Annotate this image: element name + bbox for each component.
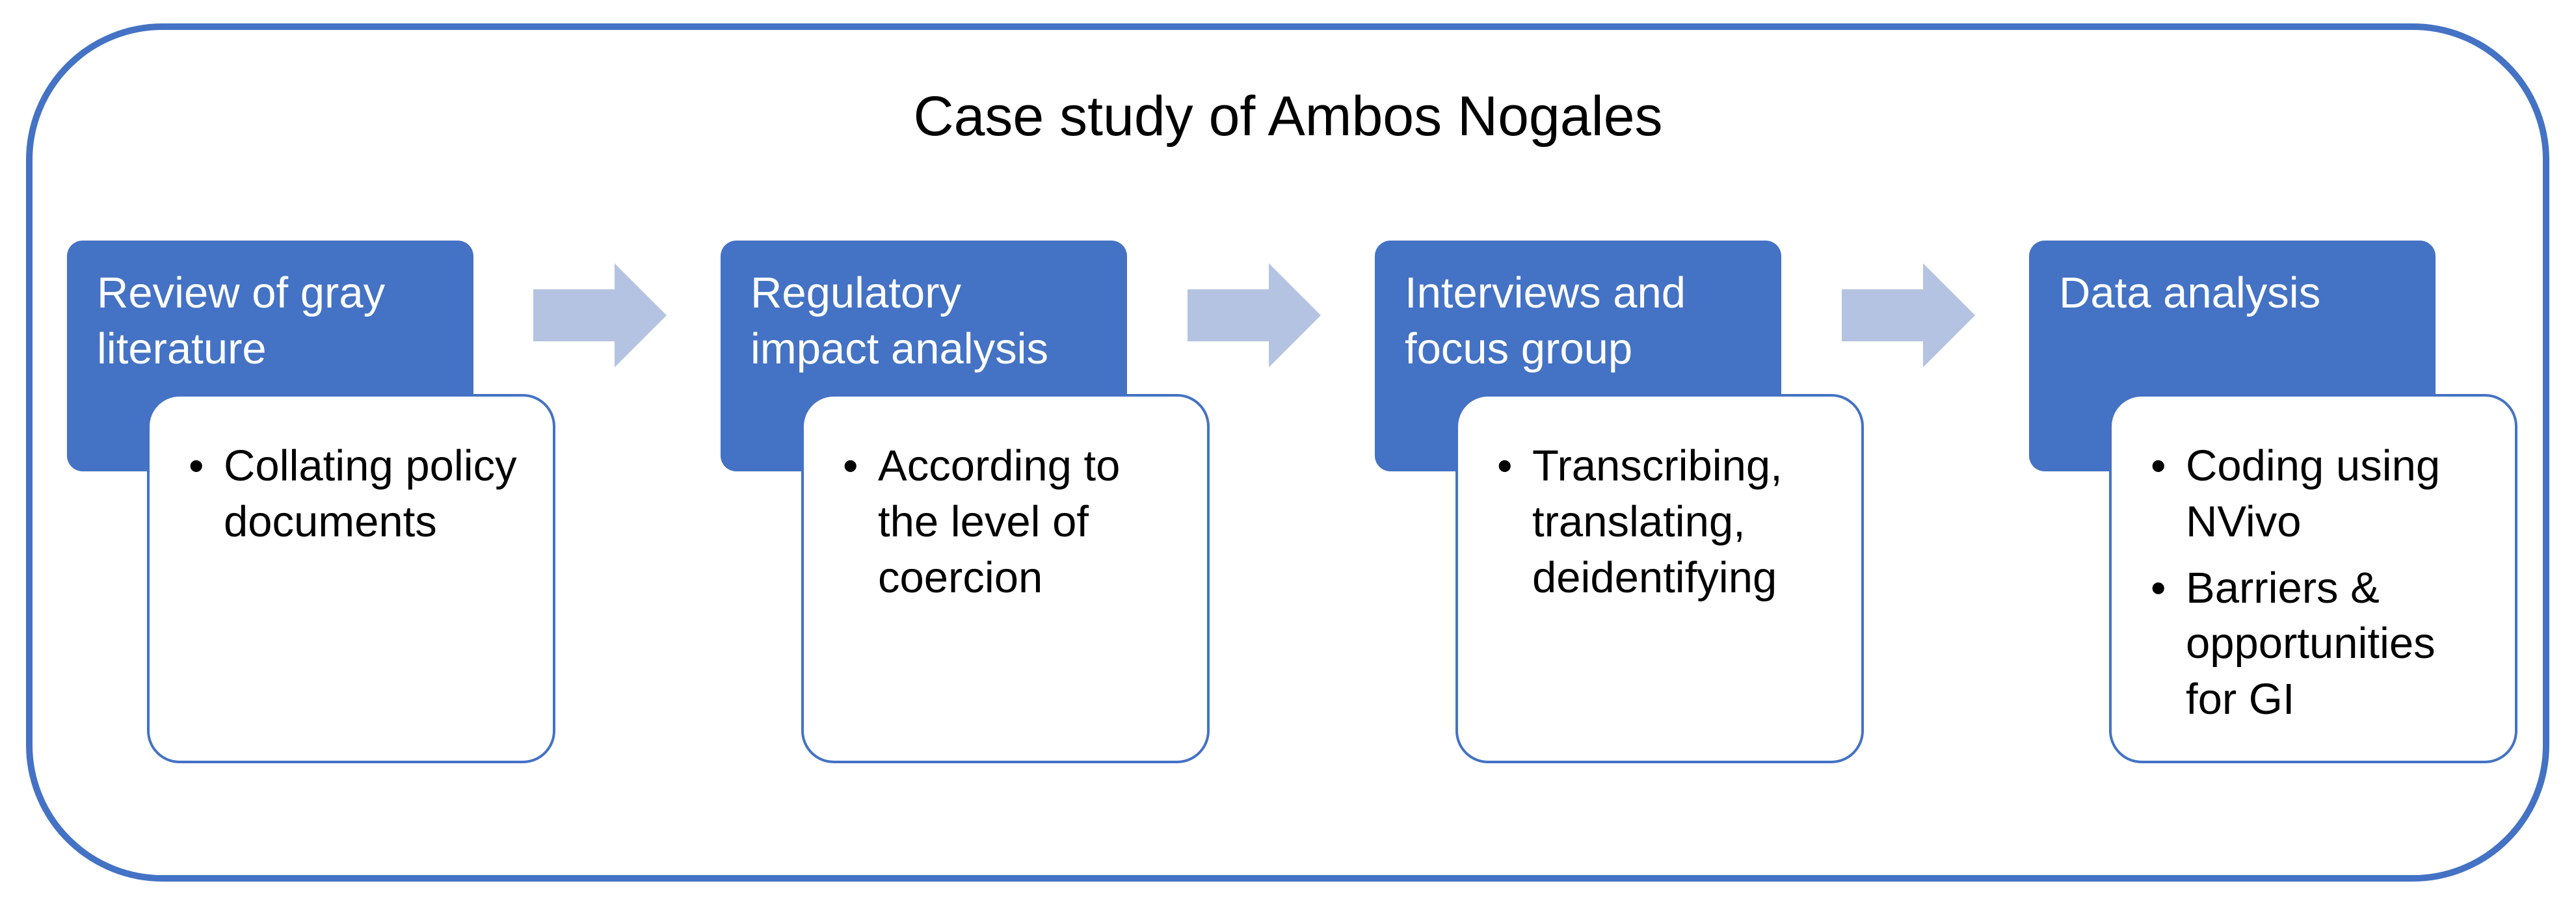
step-1-bullet-1: Collating policy documents bbox=[189, 438, 533, 550]
step-1-heading: Review of gray literature bbox=[97, 269, 386, 373]
step-2-detail-box: According to the level of coercion bbox=[801, 394, 1210, 763]
right-arrow-icon bbox=[1842, 263, 1975, 367]
right-arrow-icon bbox=[1188, 263, 1321, 367]
step-2-bullet-1: According to the level of coercion bbox=[843, 438, 1188, 605]
step-4-bullet-list: Coding using NVivo Barriers & opportunit… bbox=[2151, 438, 2495, 728]
step-3-heading: Interviews and focus group bbox=[1405, 269, 1686, 373]
step-2-heading: Regulatory impact analysis bbox=[750, 269, 1049, 373]
diagram-frame bbox=[26, 23, 2549, 882]
step-2-bullet-list: According to the level of coercion bbox=[843, 438, 1188, 605]
arrow-2-shape bbox=[1188, 263, 1321, 367]
step-4-bullet-1: Coding using NVivo bbox=[2151, 438, 2495, 550]
step-3-detail-box: Transcribing, translating, deidentifying bbox=[1455, 394, 1864, 763]
step-4-detail-box: Coding using NVivo Barriers & opportunit… bbox=[2109, 394, 2517, 763]
step-3-bullet-list: Transcribing, translating, deidentifying bbox=[1497, 438, 1842, 605]
step-1-bullet-list: Collating policy documents bbox=[189, 438, 533, 550]
step-1-detail-box: Collating policy documents bbox=[147, 394, 555, 763]
step-4-bullet-2: Barriers & opportunities for GI bbox=[2151, 560, 2495, 728]
diagram-title: Case study of Ambos Nogales bbox=[913, 85, 1663, 148]
step-3-bullet-1: Transcribing, translating, deidentifying bbox=[1497, 438, 1842, 605]
step-4-heading: Data analysis bbox=[2059, 269, 2321, 317]
right-arrow-icon bbox=[533, 263, 667, 367]
arrow-1-shape bbox=[533, 263, 667, 367]
arrow-3-shape bbox=[1842, 263, 1975, 367]
